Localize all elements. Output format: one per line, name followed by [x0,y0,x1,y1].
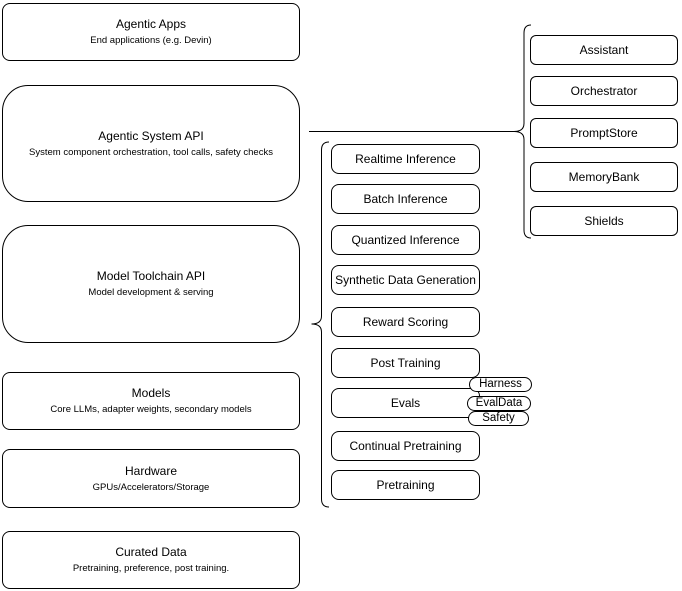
node-subtitle: Core LLMs, adapter weights, secondary mo… [50,404,252,415]
node-hardware: Hardware GPUs/Accelerators/Storage [2,449,300,508]
node-shields: Shields [530,206,678,236]
node-evals: Evals [331,388,480,418]
node-subtitle: End applications (e.g. Devin) [90,35,212,46]
node-curated-data: Curated Data Pretraining, preference, po… [2,531,300,589]
tag-harness: Harness [469,377,532,392]
components-brace [513,24,532,239]
node-synthetic-data-generation: Synthetic Data Generation [331,265,480,295]
node-promptstore: PromptStore [530,118,678,148]
node-quantized-inference: Quantized Inference [331,225,480,255]
node-title: Model Toolchain API [96,269,206,283]
node-realtime-inference: Realtime Inference [331,144,480,174]
node-title: Agentic System API [98,128,204,143]
node-agentic-system-api: Agentic System API System component orch… [2,85,300,202]
node-batch-inference: Batch Inference [331,184,480,214]
node-subtitle: Pretraining, preference, post training. [72,563,230,574]
node-agentic-apps: Agentic Apps End applications (e.g. Devi… [2,3,300,61]
node-subtitle: System component orchestration, tool cal… [29,146,273,158]
node-model-toolchain-api: Model Toolchain API Model development & … [2,225,300,343]
tag-safety: Safety [468,411,529,426]
node-subtitle: GPUs/Accelerators/Storage [92,481,210,493]
toolchain-brace [311,141,330,508]
node-orchestrator: Orchestrator [530,76,678,106]
node-memorybank: MemoryBank [530,162,678,192]
node-title: Curated Data [115,545,187,559]
node-post-training: Post Training [331,348,480,378]
node-title: Models [131,386,171,400]
node-continual-pretraining: Continual Pretraining [331,431,480,461]
node-pretraining: Pretraining [331,470,480,500]
node-subtitle: Model development & serving [88,287,214,298]
node-reward-scoring: Reward Scoring [331,307,480,337]
node-assistant: Assistant [530,35,678,65]
node-title: Agentic Apps [115,17,187,31]
node-models: Models Core LLMs, adapter weights, secon… [2,372,300,430]
node-title: Hardware [124,463,178,478]
tag-evaldata: EvalData [467,396,531,411]
